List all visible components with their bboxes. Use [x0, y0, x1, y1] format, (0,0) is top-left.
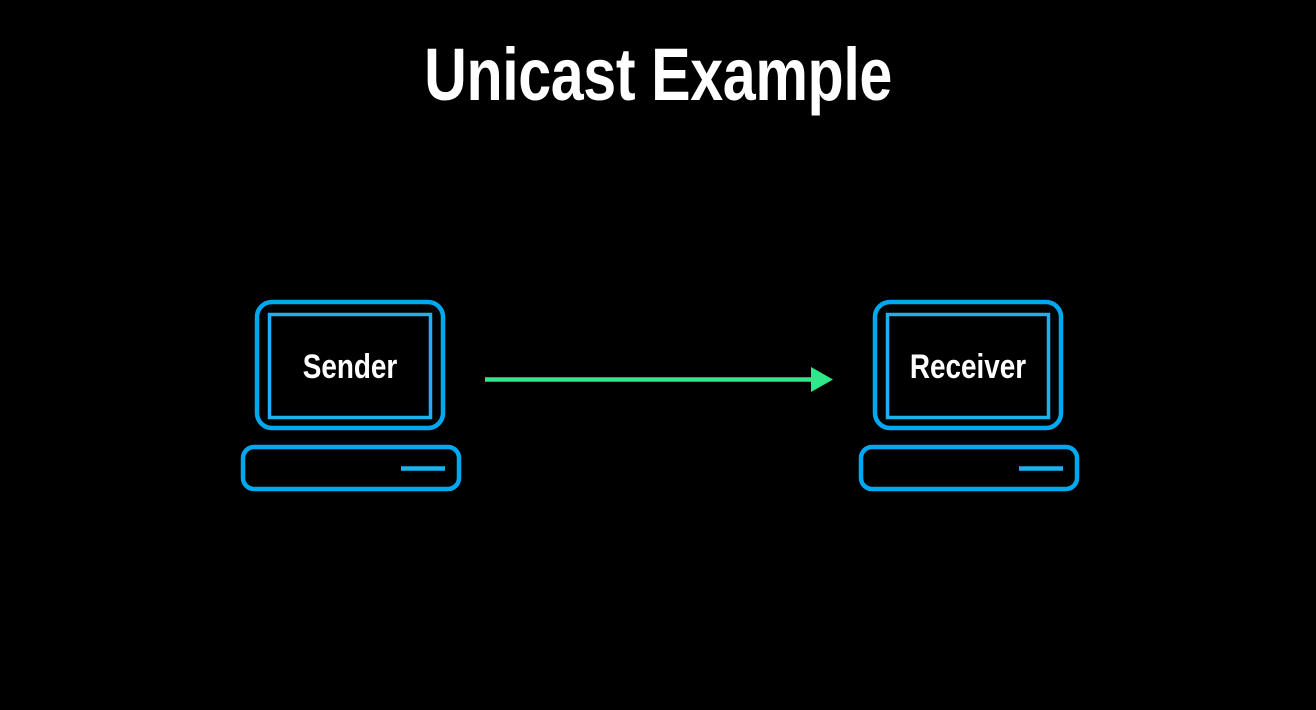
receiver-monitor-screen [885, 312, 1051, 420]
node-sender[interactable] [240, 299, 462, 492]
sender-label: Sender [302, 348, 398, 386]
page-title: Unicast Example [424, 33, 892, 116]
receiver-base-unit [858, 444, 1080, 492]
sender-monitor-bezel [254, 299, 446, 431]
sender-base-unit [240, 444, 462, 492]
receiver-label: Receiver [909, 348, 1027, 386]
node-receiver[interactable] [858, 299, 1080, 492]
sender-monitor-screen [267, 312, 433, 420]
unicast-arrow [485, 367, 833, 392]
receiver-monitor-bezel [872, 299, 1064, 431]
arrow-head-icon [811, 367, 833, 392]
